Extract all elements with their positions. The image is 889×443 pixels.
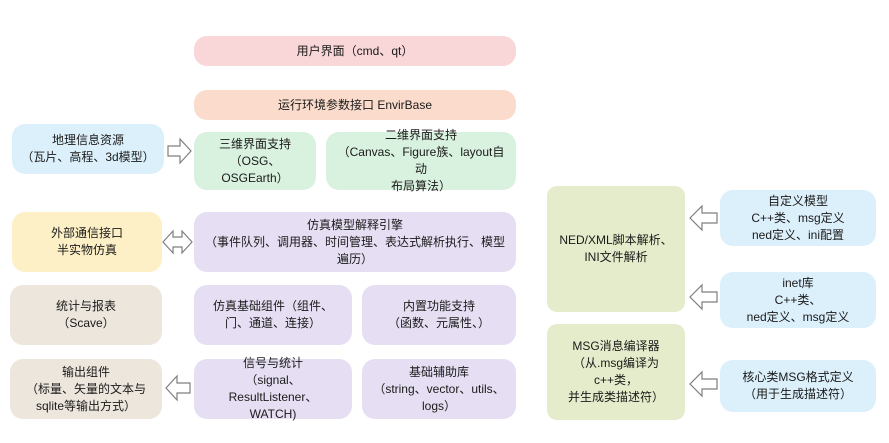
inet-library-line-1: C++类、 (774, 292, 822, 307)
inet-library-box: inet库 C++类、 ned定义、msg定义 (720, 272, 876, 328)
base-library-line-0: 基础辅助库 (408, 364, 469, 379)
core-msg-line-1: （用于生成描述符） (743, 387, 852, 401)
signal-stats-line-2: WATCH) (249, 407, 297, 421)
sim-engine-box: 仿真模型解释引擎 （事件队列、调用器、时间管理、表达式解析执行、模型 遍历） (194, 212, 516, 272)
env-interface-box: 运行环境参数接口 EnvirBase (194, 90, 516, 120)
inet-library-line-2: ned定义、msg定义 (746, 309, 850, 324)
ned-parser-line-0: NED/XML脚本解析、 (559, 233, 673, 247)
ui-3d-line-1: （OSG、OSGEarth） (221, 153, 289, 185)
base-library-line-2: logs） (421, 398, 456, 413)
output-components-line-2: sqlite等输出方式） (35, 398, 136, 413)
custom-model-line-2: ned定义、ini配置 (751, 227, 845, 242)
sim-components-box: 仿真基础组件（组件、 门、通道、连接） (194, 285, 352, 345)
inet-library-line-0: inet库 (782, 275, 814, 290)
arrow-external-engine (162, 229, 193, 255)
custom-model-box: 自定义模型 C++类、msg定义 ned定义、ini配置 (720, 190, 876, 246)
stats-report-line-1: （Scave） (57, 316, 115, 330)
arrow-geo-to-3d (167, 137, 192, 165)
env-interface-line-0: 运行环境参数接口 EnvirBase (277, 97, 433, 112)
signal-stats-line-0: 信号与统计 (242, 356, 303, 370)
base-library-box: 基础辅助库 （string、vector、utils、 logs） (362, 359, 516, 419)
msg-compiler-line-1: （从.msg编译为c++类， (572, 356, 659, 387)
arrow-inet-to-ned (689, 283, 718, 311)
user-interface-box: 用户界面（cmd、qt） (194, 36, 516, 66)
base-library-line-1: （string、vector、utils、 (373, 381, 505, 396)
core-msg-box: 核心类MSG格式定义 （用于生成描述符） (720, 360, 876, 412)
builtin-functions-line-1: （函数、元属性、） (387, 316, 490, 330)
msg-compiler-line-0: MSG消息编译器 (572, 339, 660, 353)
ui-3d-box: 三维界面支持 （OSG、OSGEarth） (194, 132, 316, 190)
sim-components-line-1: 门、通道、连接） (224, 316, 321, 330)
user-interface-line-0: 用户界面（cmd、qt） (296, 43, 414, 58)
external-comm-line-1: 半实物仿真 (56, 243, 117, 257)
external-comm-box: 外部通信接口 半实物仿真 (12, 212, 162, 272)
sim-engine-line-0: 仿真模型解释引擎 (306, 217, 403, 232)
core-msg-line-0: 核心类MSG格式定义 (742, 370, 854, 384)
sim-engine-line-1: （事件队列、调用器、时间管理、表达式解析执行、模型 (204, 234, 505, 249)
ui-2d-line-1: （Canvas、Figure族、layout自动 (337, 145, 505, 176)
ui-2d-line-2: 布局算法） (390, 179, 451, 193)
builtin-functions-line-0: 内置功能支持 (402, 299, 475, 313)
msg-compiler-box: MSG消息编译器 （从.msg编译为c++类， 并生成类描述符） (547, 324, 685, 420)
ui-2d-box: 二维界面支持 （Canvas、Figure族、layout自动 布局算法） (326, 128, 516, 193)
arrow-custom-to-ned (689, 204, 718, 232)
ned-parser-line-1: INI文件解析 (584, 250, 648, 264)
msg-compiler-line-2: 并生成类描述符） (567, 390, 664, 404)
sim-components-line-0: 仿真基础组件（组件、 (212, 299, 333, 313)
signal-stats-box: 信号与统计 （signal、ResultListener、 WATCH) (194, 356, 352, 421)
ui-2d-line-0: 二维界面支持 (384, 128, 457, 142)
signal-stats-line-1: （signal、ResultListener、 (228, 373, 318, 404)
custom-model-line-0: 自定义模型 (767, 193, 828, 208)
arrow-core-to-msg (689, 370, 718, 398)
stats-report-box: 统计与报表 （Scave） (10, 285, 162, 345)
geo-resources-box: 地理信息资源 （瓦片、高程、3d模型） (12, 124, 164, 174)
arrow-signal-to-output (165, 374, 191, 402)
ui-3d-line-0: 三维界面支持 (218, 136, 291, 151)
geo-resources-line-0: 地理信息资源 (51, 133, 124, 147)
custom-model-line-1: C++类、msg定义 (751, 210, 845, 225)
output-components-line-1: （标量、矢量的文本与 (25, 381, 146, 396)
builtin-functions-box: 内置功能支持 （函数、元属性、） (362, 285, 516, 345)
output-components-line-0: 输出组件 (61, 364, 110, 379)
ned-parser-box: NED/XML脚本解析、 INI文件解析 (547, 186, 685, 312)
geo-resources-line-1: （瓦片、高程、3d模型） (21, 150, 155, 164)
output-components-box: 输出组件 （标量、矢量的文本与 sqlite等输出方式） (10, 359, 162, 419)
stats-report-line-0: 统计与报表 (55, 299, 116, 313)
external-comm-line-0: 外部通信接口 (50, 226, 123, 240)
sim-engine-line-2: 遍历） (336, 251, 373, 266)
